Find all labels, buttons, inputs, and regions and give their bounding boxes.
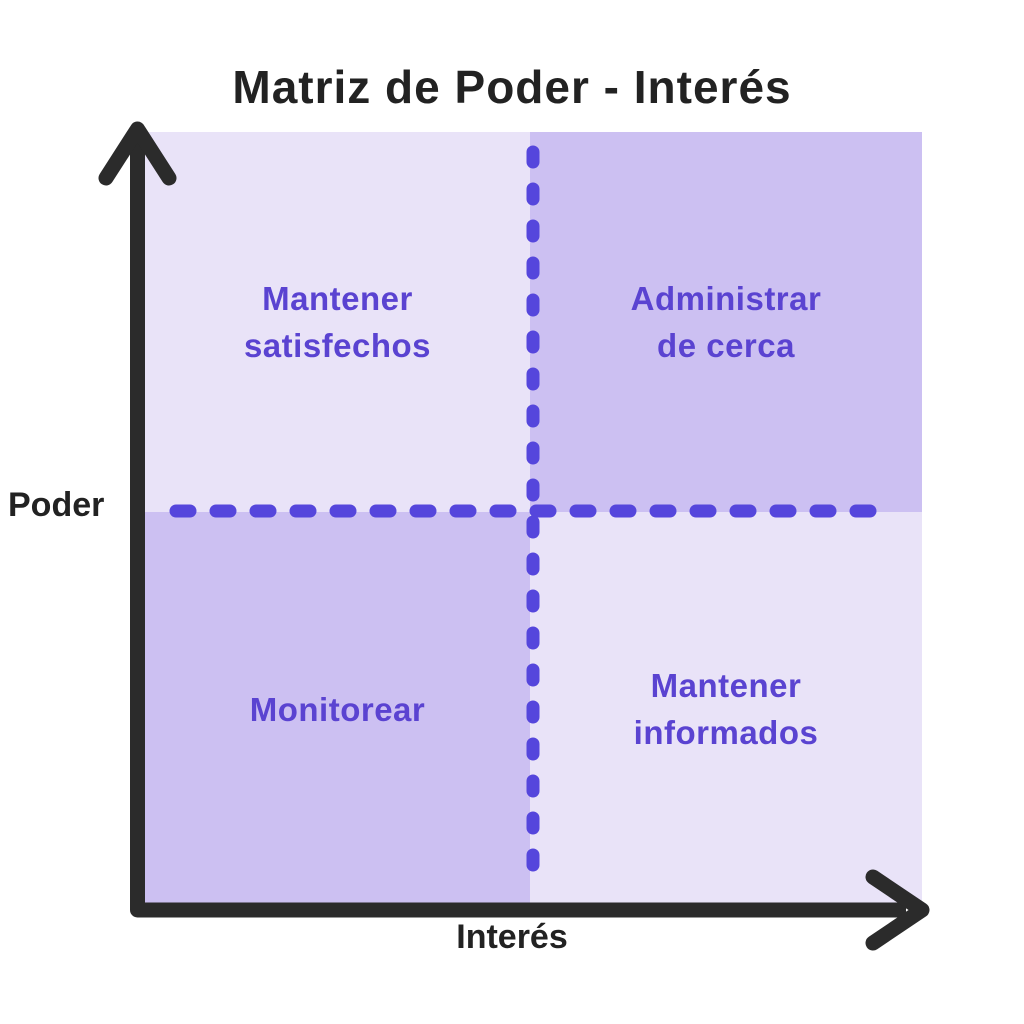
y-axis-label: Poder bbox=[8, 486, 105, 524]
quadrant-label-line: satisfechos bbox=[243, 327, 432, 364]
quadrant-label-line: de cerca bbox=[657, 327, 795, 364]
axis-lines bbox=[130, 131, 906, 918]
quadrant-label: Monitorear bbox=[250, 686, 426, 733]
quadrant-label: Administrar de cerca bbox=[631, 275, 822, 369]
y-axis-arrowhead-icon bbox=[98, 121, 177, 186]
quadrant-keep-satisfied: Mantener satisfechos bbox=[145, 132, 530, 512]
x-axis-label: Interés bbox=[456, 918, 568, 956]
quadrant-label-line: informados bbox=[633, 714, 819, 751]
quadrant-label: Mantener informados bbox=[634, 662, 819, 756]
quadrant-label: Mantener satisfechos bbox=[244, 275, 431, 369]
quadrant-monitor: Monitorear bbox=[145, 512, 530, 906]
x-axis-arrowhead-icon bbox=[865, 869, 930, 951]
quadrant-label-line: Mantener bbox=[650, 667, 802, 704]
quadrant-keep-informed: Mantener informados bbox=[530, 512, 922, 906]
quadrant-manage-closely: Administrar de cerca bbox=[530, 132, 922, 512]
quadrant-label-line: Administrar bbox=[630, 280, 822, 317]
quadrant-label-line: Mantener bbox=[262, 280, 413, 317]
page-title: Matriz de Poder - Interés bbox=[232, 61, 792, 113]
quadrant-label-line: Monitorear bbox=[249, 690, 426, 728]
